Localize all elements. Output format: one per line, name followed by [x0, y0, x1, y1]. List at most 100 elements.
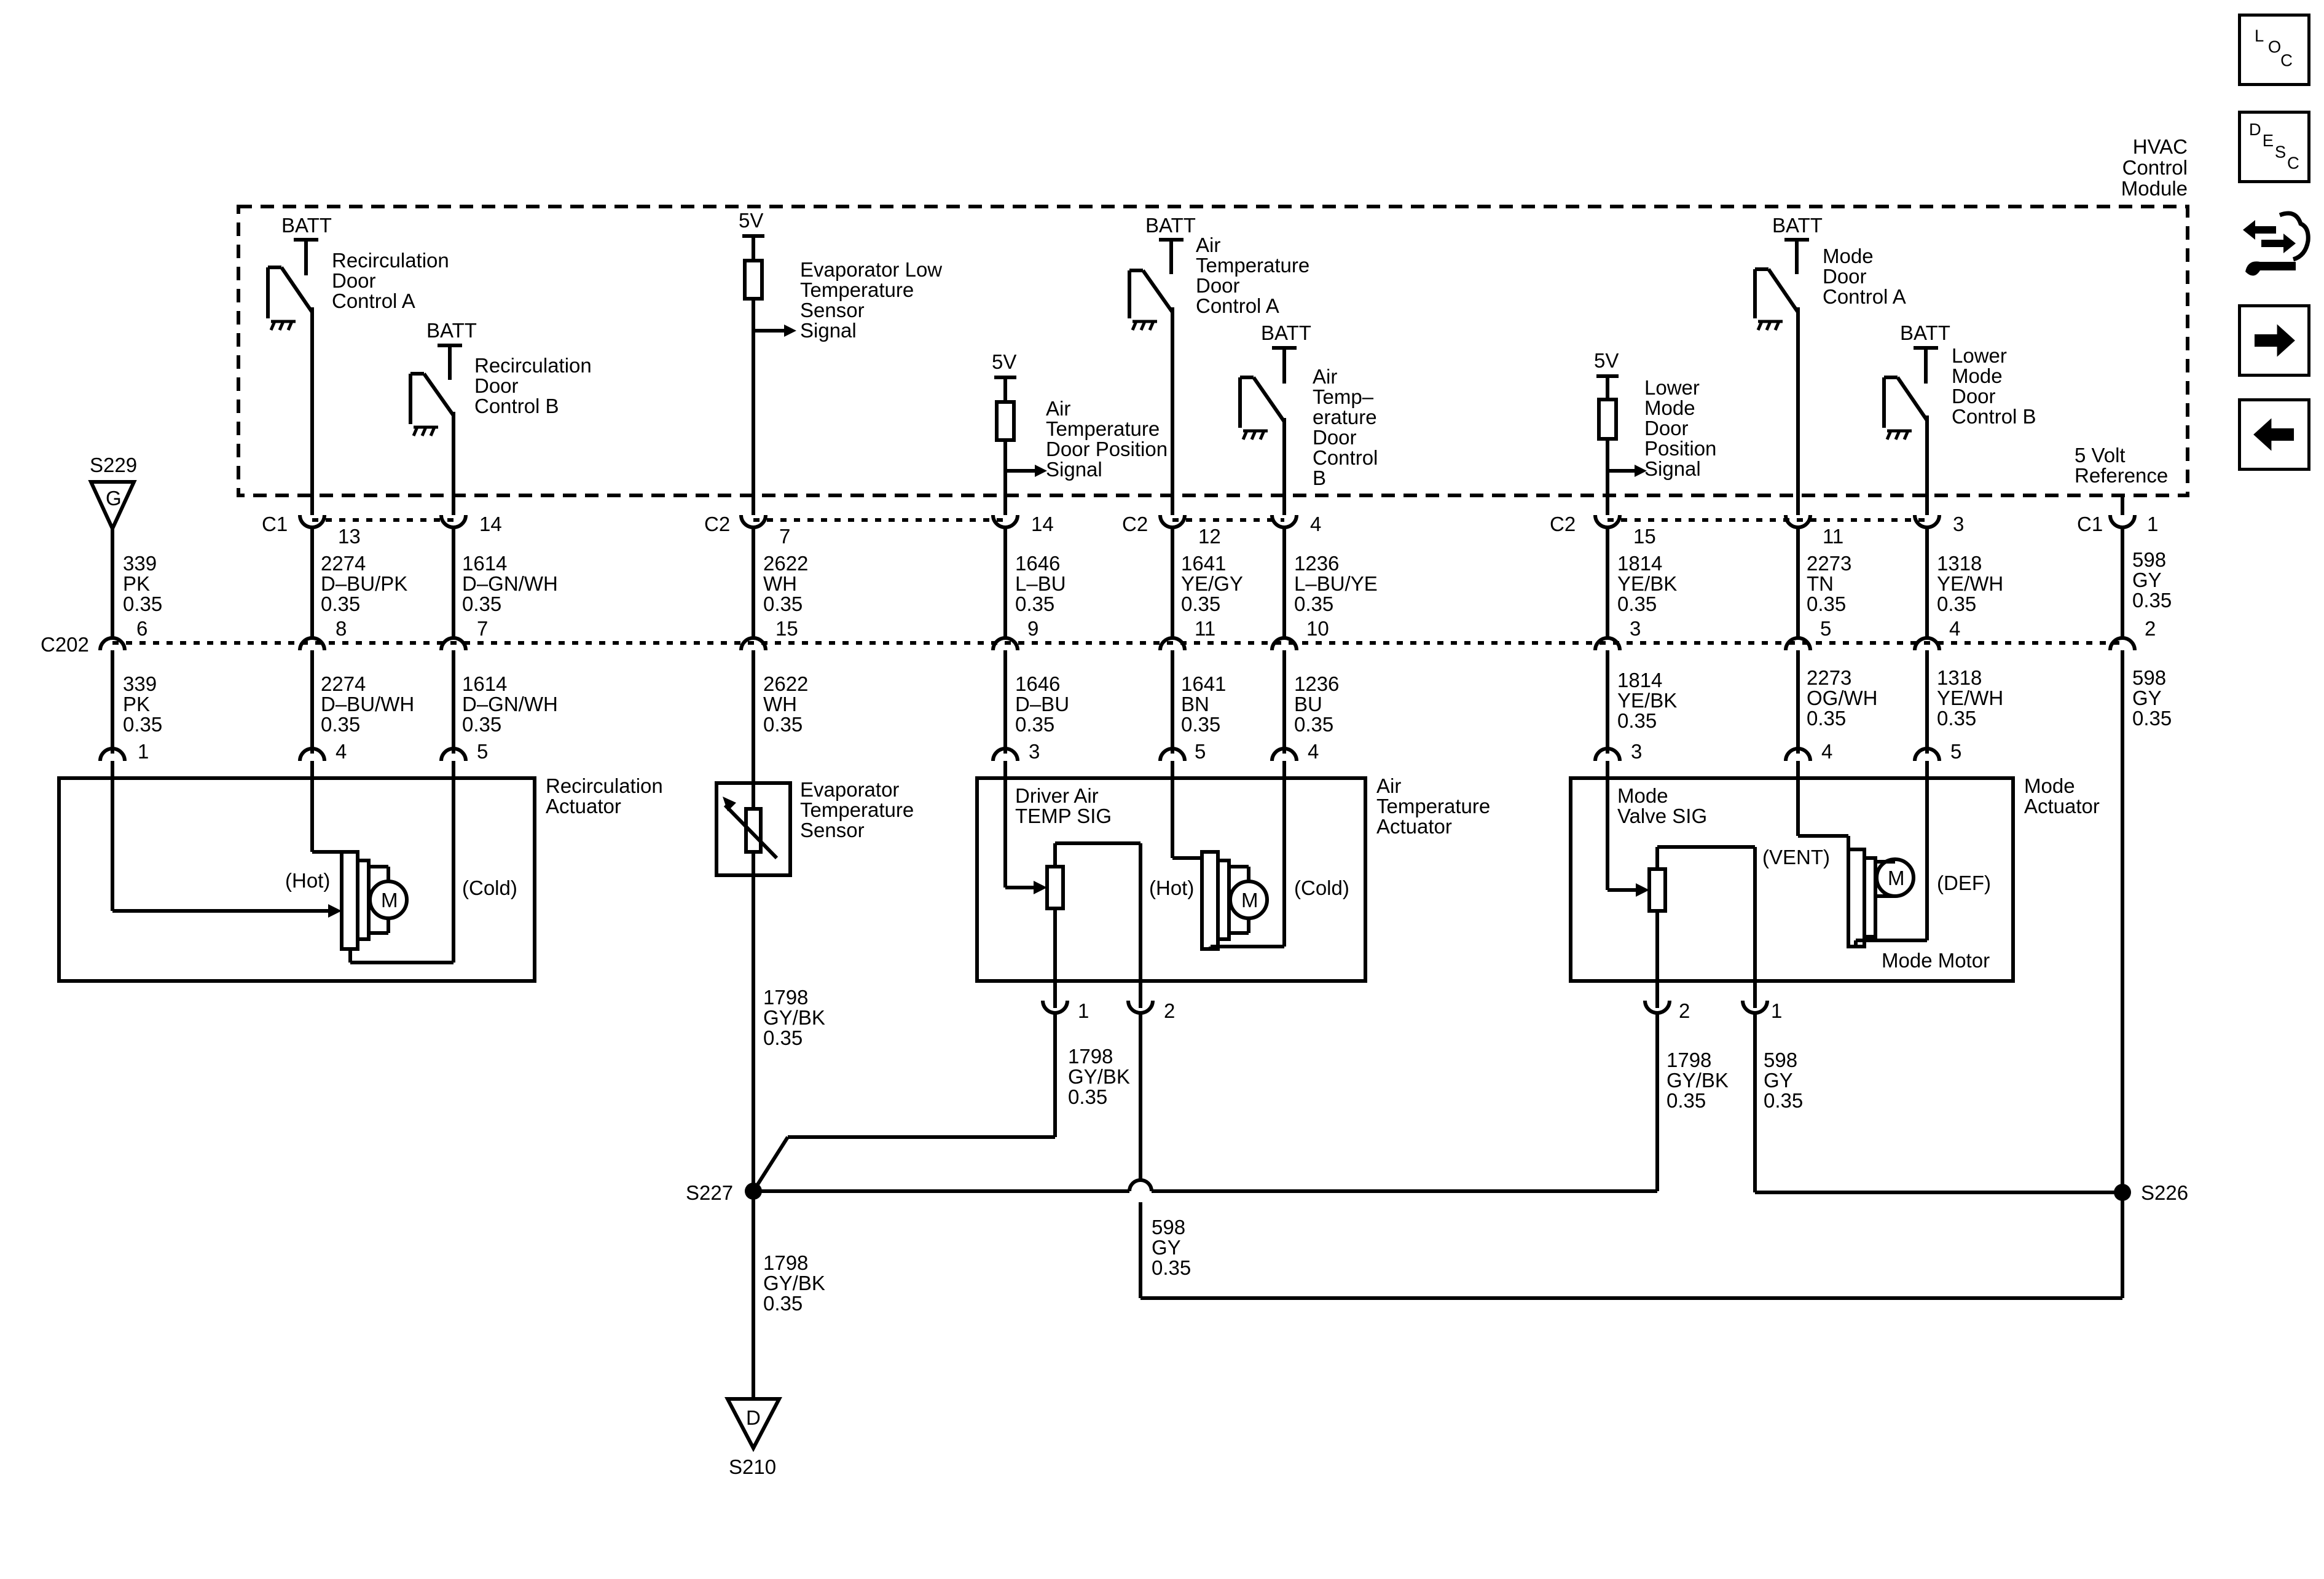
- wire-color: L–BU: [1015, 572, 1066, 595]
- wire-color: GY/BK: [763, 1006, 825, 1029]
- wire-gauge: 0.35: [1181, 593, 1220, 615]
- pin-number: 14: [479, 513, 502, 535]
- wire-gauge: 0.35: [1181, 713, 1220, 736]
- label-line: Mode: [1617, 784, 1668, 807]
- label-line: Actuator: [546, 795, 621, 817]
- splice-label: S226: [2141, 1181, 2188, 1204]
- splice-label: S210: [729, 1455, 776, 1478]
- previous-page-button[interactable]: [2238, 398, 2310, 471]
- pin-number: 2: [2145, 617, 2156, 640]
- connector-end-view-button[interactable]: [2237, 203, 2313, 283]
- pin-number: 5: [477, 740, 488, 763]
- label-line: Mode: [1644, 396, 1695, 419]
- pin-number: 15: [775, 617, 798, 640]
- wire-color: YE/GY: [1181, 572, 1243, 595]
- description-view-button[interactable]: D E S C: [2238, 111, 2310, 183]
- pin-number: 4: [1308, 740, 1319, 763]
- label-line: Control B: [1952, 405, 2036, 428]
- batt-label: BATT: [1145, 214, 1196, 237]
- wire-gauge: 0.35: [1937, 593, 1976, 615]
- label-line: Temperature: [800, 798, 914, 821]
- wire-circuit: 1814: [1617, 669, 1662, 691]
- label-line: Lower: [1644, 376, 1700, 399]
- desc-letter: E: [2263, 131, 2274, 150]
- wire-color: GY/BK: [1666, 1069, 1729, 1092]
- wire-color: GY/BK: [1068, 1065, 1130, 1088]
- pin-number: 1: [2147, 513, 2158, 535]
- label-line: Reference: [2075, 464, 2168, 487]
- wire-gauge: 0.35: [1937, 707, 1976, 730]
- pin-number: 7: [779, 525, 790, 548]
- module-title-line-3: Module: [2121, 177, 2188, 200]
- wire-color: YE/BK: [1617, 689, 1677, 712]
- wire-gauge: 0.35: [763, 713, 803, 736]
- label-line: Door Position: [1046, 438, 1168, 460]
- wire-circuit: 1798: [1068, 1045, 1113, 1068]
- module-title-line-2: Control: [2122, 156, 2188, 179]
- wire-color: PK: [123, 693, 150, 715]
- pin-number: 12: [1198, 525, 1221, 548]
- next-page-button[interactable]: [2238, 304, 2310, 377]
- label-line: Temperature: [1046, 417, 1160, 440]
- splice-s229: S229 G: [88, 454, 137, 638]
- mode-door-control-a: BATT Mode Door Control A: [1753, 214, 1906, 515]
- wire-circuit: 1798: [763, 1251, 808, 1274]
- wire-gauge: 0.35: [1666, 1089, 1706, 1112]
- label-line: Evaporator Low: [800, 258, 942, 281]
- vent-label: (VENT): [1762, 846, 1830, 868]
- wire-gauge: 0.35: [1617, 593, 1657, 615]
- pin-number: 7: [477, 617, 488, 640]
- wire-circuit: 1814: [1617, 552, 1662, 575]
- wire-circuit: 598: [1764, 1049, 1797, 1071]
- wire-gauge: 0.35: [1807, 707, 1846, 730]
- bottom-connector-row: 1 2 2 1: [1041, 999, 1782, 1022]
- air-temp-door-control-a: BATT Air Temperature Door Control A: [1128, 214, 1309, 515]
- wire-gauge: 0.35: [763, 1292, 803, 1315]
- pin-number: 10: [1306, 617, 1329, 640]
- motor-label: M: [1241, 889, 1258, 912]
- wire-color: GY: [2132, 687, 2162, 709]
- wire-color: GY: [2132, 569, 2162, 591]
- label-line: Position: [1644, 437, 1716, 460]
- label-line: Recirculation: [546, 774, 663, 797]
- label-line: Door: [1196, 274, 1240, 297]
- connector-c2-label: C2: [704, 513, 730, 535]
- wire-circuit: 1798: [1666, 1049, 1711, 1071]
- splice-dot-s226: [2114, 1184, 2131, 1201]
- wire-color: GY: [1152, 1236, 1181, 1259]
- label-line: 5 Volt: [2075, 444, 2126, 467]
- pin-number: 3: [1953, 513, 1964, 535]
- pin-number: 3: [1630, 617, 1641, 640]
- wire-color: YE/WH: [1937, 572, 2003, 595]
- label-line: Signal: [800, 319, 857, 342]
- wire-gauge: 0.35: [1617, 709, 1657, 732]
- motor-label: M: [381, 889, 398, 912]
- wire-color: D–GN/WH: [462, 693, 558, 715]
- label-line: Air: [1046, 397, 1070, 420]
- location-view-button[interactable]: L O C: [2238, 14, 2310, 86]
- label-line: Mode: [2024, 774, 2075, 797]
- wire-color: BN: [1181, 693, 1209, 715]
- wire-gauge: 0.35: [1068, 1085, 1107, 1108]
- connector-c202-row: C202 6 8 7 15 9 11 10 3 5 4 2: [41, 617, 2156, 656]
- five-volt-reference: 5 Volt Reference: [2075, 444, 2168, 487]
- bottom-wire-labels: 1798 GY/BK 0.35 1798 GY/BK 0.35 1798 GY/…: [763, 986, 1803, 1315]
- wire-gauge: 0.35: [462, 713, 501, 736]
- desc-letter: C: [2287, 154, 2299, 173]
- label-line: Air: [1313, 365, 1337, 388]
- wire-color: OG/WH: [1807, 687, 1877, 709]
- air-temp-door-position-signal: 5V Air Temperature Door Position Signal: [992, 350, 1168, 515]
- label-line: Signal: [1046, 458, 1102, 481]
- loc-icon: L O C: [2255, 26, 2293, 69]
- wire-circuit: 1236: [1294, 672, 1339, 695]
- pin-number: 2: [1679, 999, 1690, 1022]
- def-label: (DEF): [1937, 872, 1991, 894]
- batt-label: BATT: [1772, 214, 1823, 237]
- wire-circuit: 1646: [1015, 672, 1060, 695]
- loc-letter: L: [2255, 26, 2264, 45]
- wire-circuit: 339: [123, 552, 157, 575]
- hvac-control-module: HVAC Control Module: [237, 135, 2189, 497]
- wire-color: WH: [763, 693, 797, 715]
- air-temp-door-control-b: BATT Air Temp– erature Door Control B: [1238, 321, 1378, 515]
- wire-circuit: 1646: [1015, 552, 1060, 575]
